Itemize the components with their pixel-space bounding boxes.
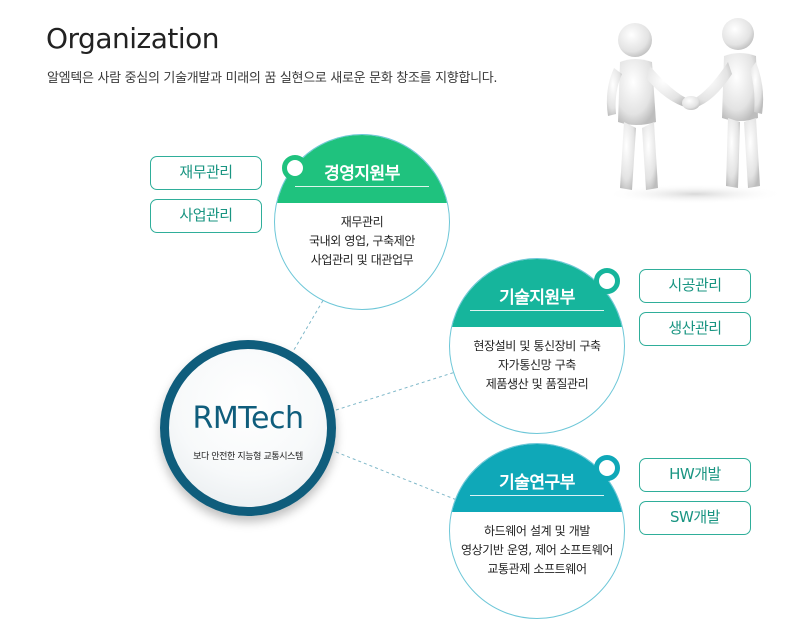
page-subtitle: 알엠텍은 사람 중심의 기술개발과 미래의 꿈 실현으로 새로운 문화 창조를 … <box>47 71 498 86</box>
company-hub: RMTech 보다 안전한 지능형 교통시스템 <box>160 340 336 516</box>
handshake-icon <box>605 18 785 204</box>
duty-item: 국내외 영업, 구축제안 <box>308 234 415 248</box>
dept-tech-support-badge-icon <box>594 268 620 294</box>
connector-tech-support <box>335 367 469 411</box>
dept-research-header <box>450 444 624 512</box>
dept-tech-support-header <box>450 259 624 327</box>
dept-tech-support-name: 기술지원부 <box>499 288 575 308</box>
divider <box>295 186 429 187</box>
connector-management <box>287 291 329 361</box>
tag-sw-development: SW개발 <box>639 501 751 535</box>
dept-research-duties: 하드웨어 설계 및 개발 영상기반 운영, 제어 소프트웨어 교통관제 소프트웨… <box>450 522 624 579</box>
tag-production-management: 생산관리 <box>639 312 751 346</box>
tag-finance: 재무관리 <box>150 156 262 190</box>
company-name: RMTech <box>192 401 304 436</box>
duty-item: 제품생산 및 품질관리 <box>485 377 589 391</box>
duty-item: 영상기반 운영, 제어 소프트웨어 <box>461 543 613 557</box>
dept-management-duties: 재무관리 국내외 영업, 구축제안 사업관리 및 대관업무 <box>275 213 449 270</box>
tag-hw-development: HW개발 <box>639 458 751 492</box>
duty-item: 사업관리 및 대관업무 <box>310 253 414 267</box>
duty-item: 교통관제 소프트웨어 <box>487 562 587 576</box>
duty-item: 재무관리 <box>340 215 384 229</box>
dept-research-badge-icon <box>594 455 620 481</box>
tag-business-management: 사업관리 <box>150 199 262 233</box>
divider <box>470 495 604 496</box>
dept-management-name: 경영지원부 <box>324 164 400 184</box>
connector-research <box>335 451 473 507</box>
duty-item: 하드웨어 설계 및 개발 <box>483 524 590 538</box>
duty-item: 현장설비 및 통신장비 구축 <box>473 339 601 353</box>
dept-research-name: 기술연구부 <box>499 473 575 493</box>
dept-tech-support-duties: 현장설비 및 통신장비 구축 자가통신망 구축 제품생산 및 품질관리 <box>450 337 624 394</box>
dept-management-badge-icon <box>282 155 308 181</box>
duty-item: 자가통신망 구축 <box>498 358 576 372</box>
company-tagline: 보다 안전한 지능형 교통시스템 <box>193 452 303 462</box>
page-title: Organization <box>46 22 220 55</box>
tag-construction-management: 시공관리 <box>639 269 751 303</box>
divider <box>470 310 604 311</box>
